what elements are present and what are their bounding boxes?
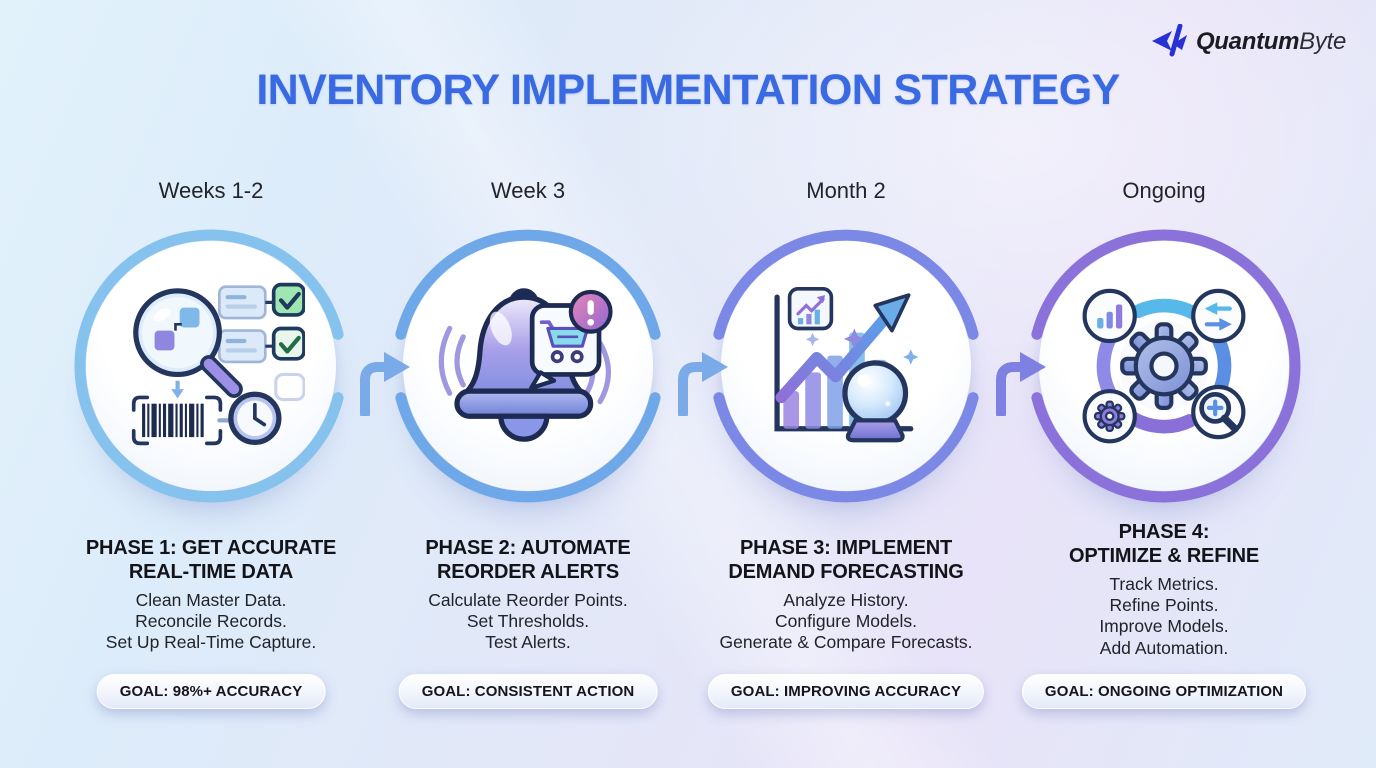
phase-ring <box>74 229 344 503</box>
phase-title: PHASE 2: AUTOMATE REORDER ALERTS <box>425 537 631 584</box>
goal-badge: GOAL: IMPROVING ACCURACY <box>707 674 985 709</box>
brand-name: QuantumByte <box>1196 28 1346 56</box>
connector-arrow-2-icon <box>678 352 728 416</box>
connector-arrow-1-icon <box>360 352 410 416</box>
phase-4-circle <box>1024 226 1304 506</box>
brand-logo: QuantumByte <box>1147 24 1346 60</box>
phase-item: Calculate Reorder Points. <box>428 589 628 610</box>
phase-2-column: Week 3 <box>363 170 693 718</box>
timeline-label: Ongoing <box>1122 178 1206 203</box>
brand-name-light: Byte <box>1299 28 1346 55</box>
phase-ring <box>713 229 979 503</box>
phase-item: Refine Points. <box>1109 595 1219 616</box>
optimize-cycle-icon <box>1082 288 1246 444</box>
goal-badge: GOAL: CONSISTENT ACTION <box>398 674 658 709</box>
phase-title: PHASE 4: OPTIMIZE & REFINE <box>1069 521 1259 568</box>
phase-3-circle <box>706 226 986 506</box>
phase-title: PHASE 1: GET ACCURATE REAL-TIME DATA <box>85 537 337 584</box>
phase-items: Track Metrics. Refine Points. Improve Mo… <box>999 574 1329 659</box>
timeline-label: Month 2 <box>806 178 886 203</box>
phase-3-column: Month 2 <box>681 170 1011 718</box>
phase-1-column: Weeks 1-2 <box>46 170 376 718</box>
phase-item: Configure Models. <box>774 611 918 632</box>
phase-items: Clean Master Data. Reconcile Records. Se… <box>46 590 376 654</box>
page-title: INVENTORY IMPLEMENTATION STRATEGY <box>256 66 1120 114</box>
goal-badge: GOAL: ONGOING OPTIMIZATION <box>1021 674 1307 709</box>
phase-2-circle <box>388 226 668 506</box>
phase-item: Track Metrics. <box>1109 573 1219 594</box>
phase-4-column: Ongoing <box>999 170 1329 718</box>
quantumbyte-logo-icon <box>1151 24 1187 57</box>
phase-item: Clean Master Data. <box>135 589 287 610</box>
phase-item: Add Automation. <box>1099 637 1229 658</box>
phase-title: PHASE 3: IMPLEMENT DEMAND FORECASTING <box>728 537 964 584</box>
phase-ring <box>395 229 661 503</box>
phase-ring <box>1031 229 1301 503</box>
phase-1-circle <box>71 226 351 506</box>
brand-name-bold: Quantum <box>1195 28 1300 55</box>
phase-item: Generate & Compare Forecasts. <box>719 632 973 653</box>
timeline-label: Week 3 <box>490 178 566 203</box>
phase-item: Set Thresholds. <box>466 611 590 632</box>
phase-item: Analyze History. <box>783 589 909 610</box>
phase-items: Calculate Reorder Points. Set Thresholds… <box>363 590 693 654</box>
demand-forecast-icon <box>774 286 919 443</box>
timeline-label: Weeks 1-2 <box>158 178 264 203</box>
connector-arrow-3-icon <box>996 352 1046 416</box>
phase-items: Analyze History. Configure Models. Gener… <box>681 590 1011 654</box>
phase-item: Set Up Real-Time Capture. <box>105 632 317 653</box>
phase-item: Test Alerts. <box>485 632 571 653</box>
data-audit-icon <box>131 282 305 446</box>
phase-item: Reconcile Records. <box>135 611 287 632</box>
phase-item: Improve Models. <box>1099 616 1229 637</box>
reorder-alert-bell-icon <box>438 288 613 442</box>
goal-badge: GOAL: 98%+ ACCURACY <box>96 674 326 709</box>
